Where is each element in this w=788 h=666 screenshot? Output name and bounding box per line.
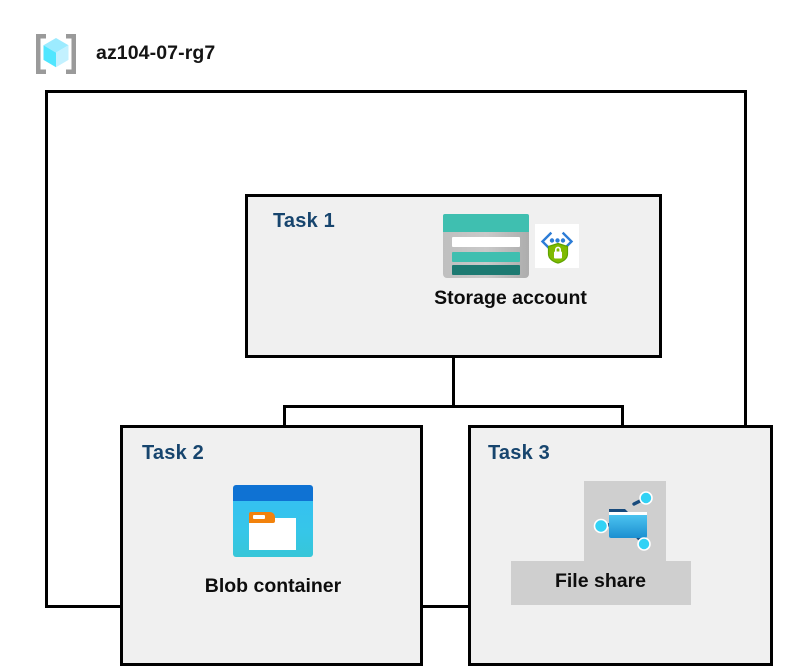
storage-account-icon-group [442,209,579,283]
task-3-label: Task 3 [488,442,550,464]
blob-container-icon-group [233,481,313,561]
file-share-icon [592,488,658,554]
task-3-box[interactable]: Task 3 [468,425,773,666]
task-2-label: Task 2 [142,442,204,464]
storage-account-node[interactable]: Storage account [403,209,618,309]
storage-account-icon-row-1 [451,237,520,247]
file-share-caption: File share [554,570,647,592]
storage-account-icon [442,214,529,278]
resource-group-header: az104-07-rg7 [30,26,450,82]
storage-account-icon-row-2 [451,252,520,262]
file-share-caption-selection-highlight: File share [510,561,691,605]
connector-horizontal-bus [283,405,624,408]
resource-group-container: Task 1 [45,90,773,666]
resource-group-icon [30,28,82,80]
task-2-box[interactable]: Task 2 Blob container [120,425,423,666]
blob-container-node[interactable]: Blob container [183,481,363,597]
file-share-node[interactable]: File share [510,481,692,605]
blob-container-caption: Blob container [204,575,342,597]
file-share-icon-selection-highlight [584,481,666,561]
blob-container-icon [233,485,313,557]
storage-account-icon-header [442,214,529,232]
storage-account-icon-row-3 [451,265,520,275]
task-1-box[interactable]: Task 1 [245,194,662,358]
diagram-canvas: az104-07-rg7 Task 1 [30,26,773,666]
storage-account-caption: Storage account [434,287,587,309]
blob-container-icon-titlebar [233,485,313,501]
secure-encryption-icon [534,224,579,268]
blob-container-icon-document [249,518,296,550]
blob-container-icon-tab [249,512,275,523]
connector-storage-to-bus [452,358,455,408]
resource-group-title: az104-07-rg7 [96,42,216,65]
task-1-label: Task 1 [273,210,335,232]
